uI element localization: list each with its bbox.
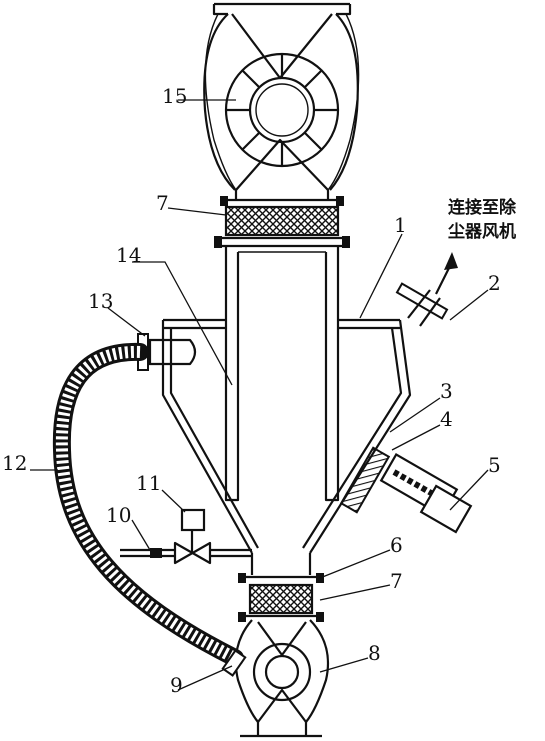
annotation-line-2: 尘器风机 [448,221,516,242]
fan-annotation: 连接至除 尘器风机 [448,197,517,242]
label-15: 15 [162,84,187,108]
label-3: 3 [440,379,453,403]
label-1: 1 [394,213,407,237]
label-11: 11 [136,471,161,495]
fan-outlet-pipe [395,252,458,327]
label-4: 4 [440,407,453,431]
label-6: 6 [390,533,403,557]
label-7-bottom: 7 [390,569,403,593]
label-2: 2 [488,271,501,295]
upper-flex-joint [214,205,350,248]
annotation-line-1: 连接至除 [448,197,517,218]
air-valve [120,508,252,565]
top-rotary-valve [203,2,360,206]
lower-flex-joint [238,583,324,622]
bottom-rotary-valve [221,619,330,738]
label-8: 8 [368,641,381,665]
label-14: 14 [116,243,141,267]
label-12: 12 [2,451,27,475]
label-5: 5 [488,453,501,477]
label-10: 10 [106,503,131,527]
leader-lines [30,99,489,691]
label-13: 13 [88,289,113,313]
side-inspection-port [339,446,473,534]
label-7-top: 7 [156,191,169,215]
part-labels: 15 7 14 1 2 3 4 5 6 7 8 9 10 11 12 13 [2,84,501,697]
cyclone-body [161,246,412,583]
return-hose [52,342,244,667]
label-9: 9 [170,673,183,697]
